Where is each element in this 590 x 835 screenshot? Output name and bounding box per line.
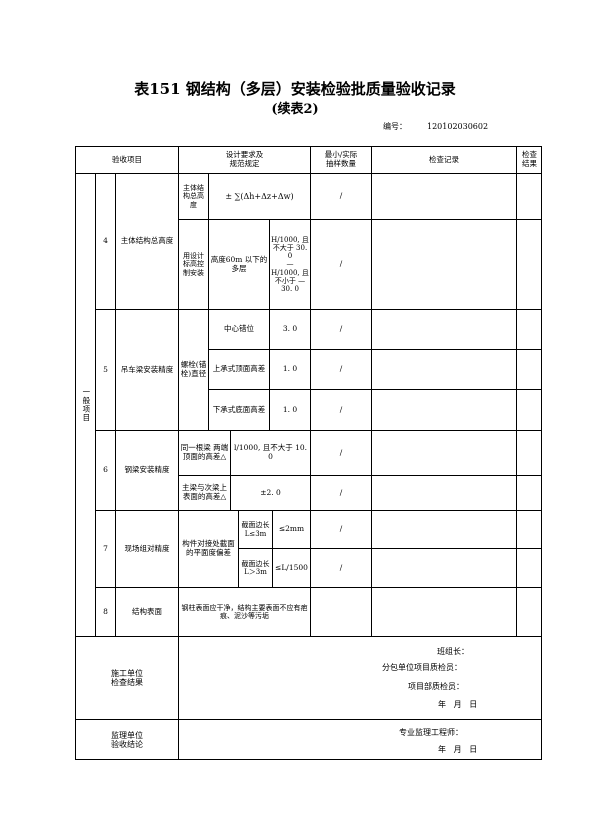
row-7-item-2-record[interactable] bbox=[371, 548, 516, 587]
project-inspector-label: 项目部质检员： bbox=[408, 682, 464, 691]
row-5-item-2-record[interactable] bbox=[371, 349, 516, 389]
row-7-item-1-value: ≤2mm bbox=[272, 510, 310, 548]
row-5-item-1-result[interactable] bbox=[516, 309, 542, 349]
row-7-item-2-sample: / bbox=[310, 548, 371, 587]
row-7-item-1-record[interactable] bbox=[371, 510, 516, 548]
header-design: 设计要求及 规范规定 bbox=[178, 146, 310, 173]
construction-label: 施工单位 检查结果 bbox=[75, 636, 178, 719]
row-4-name: 主体结构总高度 bbox=[115, 173, 178, 309]
supervision-date: 年 月 日 bbox=[438, 745, 478, 754]
row-8-name: 结构表面 bbox=[115, 587, 178, 636]
row-5-item-1-record[interactable] bbox=[371, 309, 516, 349]
subcontract-inspector-label: 分包单位项目质检员： bbox=[382, 663, 462, 672]
row-4-sub2-sample: / bbox=[310, 219, 371, 309]
row-5-item-1-label: 中心错位 bbox=[208, 309, 269, 349]
document-subtitle: (续表2) bbox=[271, 102, 319, 117]
row-6-item-2-value: ±2. 0 bbox=[230, 475, 310, 510]
row-7-item-2-value: ≤L/1500 bbox=[272, 548, 310, 587]
row-4-sub2-result[interactable] bbox=[516, 219, 542, 309]
row-6-item-1-sample: / bbox=[310, 430, 371, 475]
row-4-sub2-label: 用设计标高控制安装 bbox=[178, 219, 208, 309]
row-5-item-2-sample: / bbox=[310, 349, 371, 389]
row-5-item-2-result[interactable] bbox=[516, 349, 542, 389]
serial-number-value: 120102030602 bbox=[427, 122, 489, 131]
row-8-sample bbox=[310, 587, 371, 636]
row-5-item-3-value: 1. 0 bbox=[269, 389, 310, 430]
row-8-result[interactable] bbox=[516, 587, 542, 636]
supervision-engineer-label: 专业监理工程师： bbox=[399, 728, 463, 737]
row-6-item-2-sample: / bbox=[310, 475, 371, 510]
row-6-item-2-record[interactable] bbox=[371, 475, 516, 510]
row-5-name: 吊车梁安装精度 bbox=[115, 309, 178, 430]
team-leader-label: 班组长： bbox=[437, 647, 469, 656]
row-7-group: 构件对接处截面的平面度偏差 bbox=[178, 510, 238, 587]
supervision-label: 监理单位 验收结论 bbox=[75, 719, 178, 760]
row-4-sub2-requirement: H/1000, 且不大于 30. 0 — H/1000, 且不小于 —30. 0 bbox=[269, 219, 310, 309]
row-4-sub1-sample: / bbox=[310, 173, 371, 219]
row-5-item-2-value: 1. 0 bbox=[269, 349, 310, 389]
inspection-table: 验收项目 设计要求及 规范规定 最小/实际 抽样数量 检查记录 检查 结果 一般… bbox=[75, 146, 542, 760]
header-result: 检查 结果 bbox=[516, 146, 542, 173]
row-4-sub1-requirement: ± ∑(Δh+Δz+Δw) bbox=[208, 173, 310, 219]
header-item: 验收项目 bbox=[75, 146, 178, 173]
row-5-group: 螺栓(锚栓)直径 bbox=[178, 309, 208, 430]
row-5-item-2-label: 上承式顶面高差 bbox=[208, 349, 269, 389]
row-7-item-1-sample: / bbox=[310, 510, 371, 548]
category-label: 一般项目 bbox=[75, 173, 95, 636]
header-sample: 最小/实际 抽样数量 bbox=[310, 146, 371, 173]
row-8-requirement: 钢柱表面应干净，结构主要表面不应有疤痕、泥沙等污垢 bbox=[178, 587, 310, 636]
row-7-item-1-label: 截面边长L≤3m bbox=[238, 510, 272, 548]
row-6-item-1-label: 同一根梁 两端顶面的高差△ bbox=[178, 430, 230, 475]
row-6-number: 6 bbox=[95, 430, 115, 510]
row-6-item-2-label: 主梁与次梁上表面的高差△ bbox=[178, 475, 230, 510]
supervision-signature-area[interactable] bbox=[178, 719, 542, 760]
row-7-item-2-label: 截面边长L＞3m bbox=[238, 548, 272, 587]
row-4-sub2-description: 高度60m 以下的多层 bbox=[208, 219, 269, 309]
row-8-number: 8 bbox=[95, 587, 115, 636]
row-7-number: 7 bbox=[95, 510, 115, 587]
row-5-item-1-value: 3. 0 bbox=[269, 309, 310, 349]
row-6-item-2-result[interactable] bbox=[516, 475, 542, 510]
row-7-item-1-result[interactable] bbox=[516, 510, 542, 548]
row-5-item-1-sample: / bbox=[310, 309, 371, 349]
row-4-sub2-record[interactable] bbox=[371, 219, 516, 309]
row-7-item-2-result[interactable] bbox=[516, 548, 542, 587]
row-5-item-3-sample: / bbox=[310, 389, 371, 430]
construction-signature-area[interactable] bbox=[178, 636, 542, 719]
document-title: 表151 钢结构（多层）安装检验批质量验收记录 bbox=[134, 80, 456, 98]
row-4-sub1-label: 主体结构总高度 bbox=[178, 173, 208, 219]
row-6-item-1-value: l/1000, 且不大于 10. 0 bbox=[230, 430, 310, 475]
serial-number: 编号： 120102030602 bbox=[383, 121, 488, 132]
row-5-item-3-label: 下承式底面高差 bbox=[208, 389, 269, 430]
row-6-item-1-record[interactable] bbox=[371, 430, 516, 475]
row-4-number: 4 bbox=[95, 173, 115, 309]
serial-number-label: 编号： bbox=[383, 122, 407, 131]
row-5-number: 5 bbox=[95, 309, 115, 430]
row-8-record[interactable] bbox=[371, 587, 516, 636]
row-5-item-3-record[interactable] bbox=[371, 389, 516, 430]
row-6-item-1-result[interactable] bbox=[516, 430, 542, 475]
header-record: 检查记录 bbox=[371, 146, 516, 173]
construction-date: 年 月 日 bbox=[438, 700, 478, 709]
row-5-item-3-result[interactable] bbox=[516, 389, 542, 430]
row-6-name: 钢梁安装精度 bbox=[115, 430, 178, 510]
row-4-sub1-result[interactable] bbox=[516, 173, 542, 219]
row-7-name: 现场组对精度 bbox=[115, 510, 178, 587]
row-4-sub1-record[interactable] bbox=[371, 173, 516, 219]
